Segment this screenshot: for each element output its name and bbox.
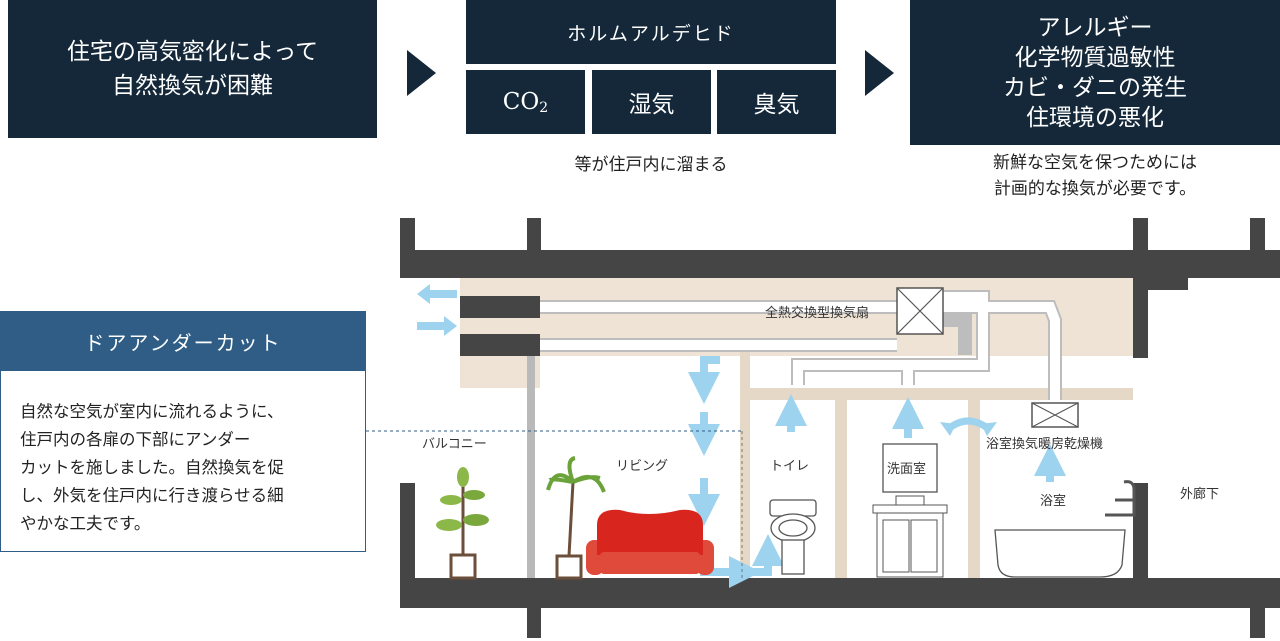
effect-line-3: カビ・ダニの発生 (1003, 74, 1187, 101)
problem-line-1: 住宅の高気密化によって (66, 39, 319, 65)
vanity-icon (872, 443, 948, 578)
pollutant-caption: 等が住戸内に溜まる (574, 155, 728, 175)
balcony-post (527, 356, 535, 578)
formaldehyde-box: ホルムアルデヒド (466, 0, 836, 64)
bath-dryer-icon (1031, 402, 1079, 428)
bath-dryer-label: 浴室換気暖房乾燥機 (986, 436, 1103, 452)
door-text-line: 自然な空気が室内に流れるように、 (20, 402, 284, 421)
effects-box: アレルギー 化学物質過敏性 カビ・ダニの発生 住環境の悪化 (910, 0, 1280, 145)
palm-plant-icon (546, 456, 606, 580)
building-structure (400, 218, 1280, 638)
sofa-icon (586, 509, 714, 575)
living-label: リビング (616, 459, 668, 474)
door-undercut-panel (0, 371, 366, 552)
need-line-2: 計画的な換気が必要です。 (993, 179, 1197, 199)
odor-box: 臭気 (717, 70, 836, 134)
door-text-line: し、外気を住戸内に行き渡らせる細 (20, 486, 284, 505)
effect-line-1: アレルギー (1037, 14, 1153, 41)
arrow-right-icon (407, 50, 436, 96)
duct-inner (540, 292, 1060, 400)
plant-icon (436, 467, 489, 580)
washroom-label: 洗面室 (887, 461, 926, 477)
effect-line-2: 化学物質過敏性 (1014, 44, 1176, 71)
door-undercut-title: ドアアンダーカット (0, 311, 366, 371)
heat-exchange-fan-icon (896, 287, 944, 335)
arrow-right-icon (865, 50, 894, 96)
door-text-line: やかな工夫です。 (20, 514, 151, 533)
balcony-label: バルコニー (422, 437, 487, 452)
co2-label: CO (502, 89, 540, 115)
fan-label: 全熱交換型換気扇 (765, 305, 869, 321)
bathtub-icon (994, 480, 1136, 578)
corridor-label: 外廊下 (1180, 486, 1219, 502)
need-line-1: 新鮮な空気を保つためには (993, 153, 1197, 173)
need-caption: 新鮮な空気を保つためには 計画的な換気が必要です。 (910, 150, 1280, 202)
door-text-line: 住戸内の各扉の下部にアンダー (20, 430, 251, 449)
door-undercut-text: 自然な空気が室内に流れるように、 住戸内の各扉の下部にアンダー カットを施しまし… (20, 398, 360, 538)
door-text-line: カットを施しました。自然換気を促 (20, 458, 284, 477)
outside-air-arrows (417, 284, 457, 336)
humidity-box: 湿気 (592, 70, 711, 134)
co2-subscript: 2 (539, 100, 549, 116)
problem-line-2: 自然換気が困難 (112, 73, 273, 99)
toilet-icon (769, 499, 817, 575)
problem-box: 住宅の高気密化によって 自然換気が困難 (8, 0, 377, 138)
toilet-label: トイレ (770, 459, 809, 474)
interior-partitions (740, 350, 1133, 578)
effect-line-4: 住環境の悪化 (1026, 104, 1164, 131)
airflow-curve-heads (940, 422, 997, 436)
bathroom-label: 浴室 (1040, 493, 1066, 509)
